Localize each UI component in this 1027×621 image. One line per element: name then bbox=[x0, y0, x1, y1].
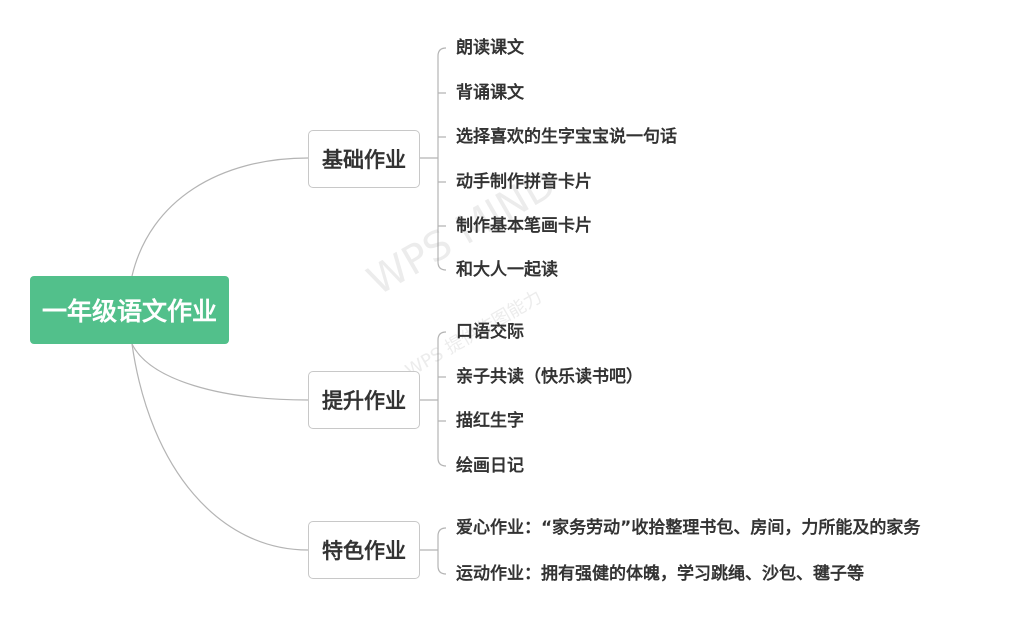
leaf-basic-1[interactable]: 朗读课文 bbox=[456, 38, 524, 58]
special-bracket bbox=[420, 527, 447, 575]
branch-advanced[interactable]: 提升作业 bbox=[308, 371, 420, 429]
leaf-basic-3[interactable]: 选择喜欢的生字宝宝说一句话 bbox=[456, 127, 677, 147]
basic-bracket bbox=[420, 47, 447, 271]
leaf-special-2[interactable]: 运动作业：拥有强健的体魄，学习跳绳、沙包、毽子等 bbox=[456, 564, 864, 584]
branch-basic[interactable]: 基础作业 bbox=[308, 130, 420, 188]
root-node[interactable]: 一年级语文作业 bbox=[30, 276, 229, 344]
root-to-advanced-connector bbox=[131, 343, 309, 401]
leaf-basic-5[interactable]: 制作基本笔画卡片 bbox=[456, 216, 592, 236]
leaf-advanced-4[interactable]: 绘画日记 bbox=[456, 456, 524, 476]
leaf-basic-2[interactable]: 背诵课文 bbox=[456, 83, 524, 103]
advanced-bracket bbox=[420, 331, 447, 467]
leaf-advanced-3[interactable]: 描红生字 bbox=[456, 411, 524, 431]
leaf-basic-6[interactable]: 和大人一起读 bbox=[456, 260, 558, 280]
leaf-basic-4[interactable]: 动手制作拼音卡片 bbox=[456, 172, 592, 192]
leaf-special-1[interactable]: 爱心作业：“家务劳动”收拾整理书包、房间，力所能及的家务 bbox=[456, 518, 921, 538]
root-to-basic-connector bbox=[131, 157, 309, 277]
leaf-advanced-1[interactable]: 口语交际 bbox=[456, 322, 524, 342]
root-to-special-connector bbox=[131, 343, 309, 551]
branch-special[interactable]: 特色作业 bbox=[308, 521, 420, 579]
leaf-advanced-2[interactable]: 亲子共读（快乐读书吧） bbox=[456, 367, 643, 387]
